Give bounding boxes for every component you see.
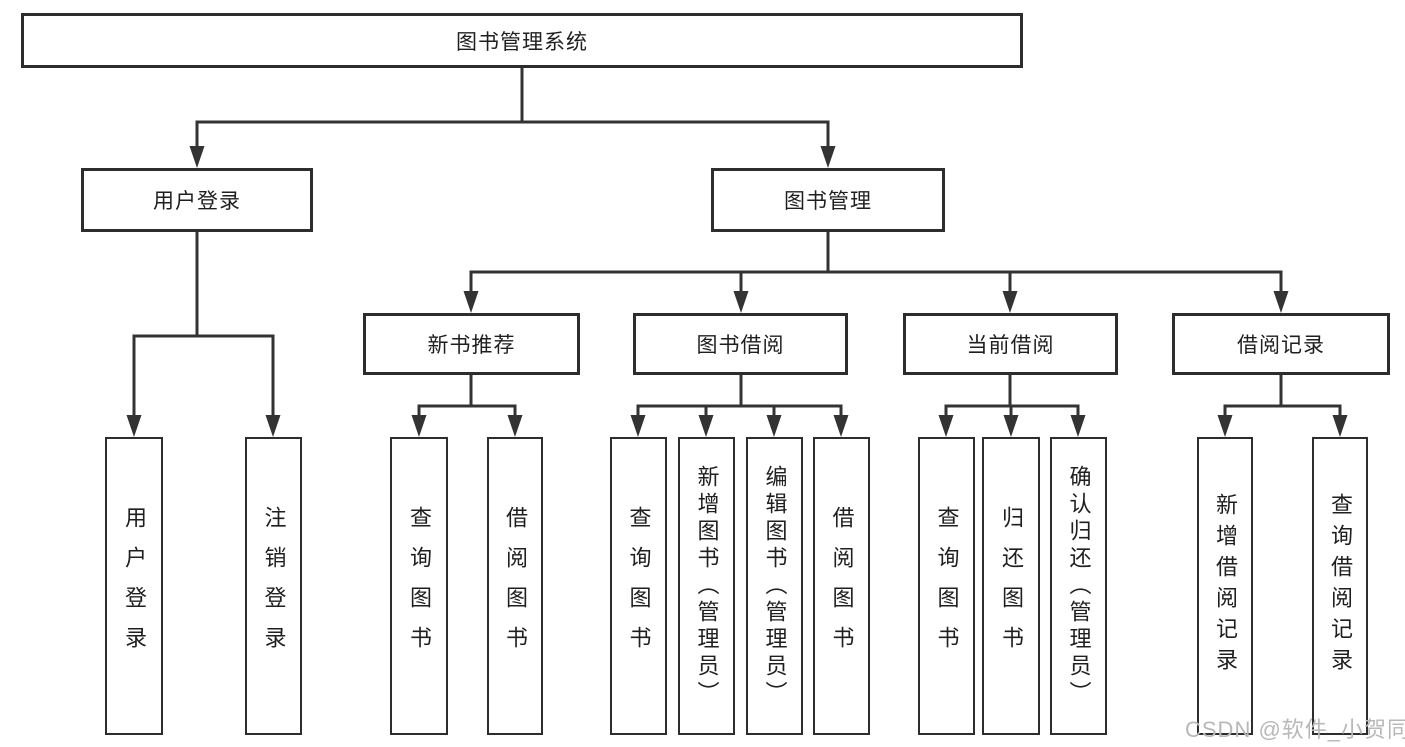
leaf-add-books-admin: 新增图书（管理员） <box>678 437 735 735</box>
leaf-query-books-borrowing: 查询图书 <box>610 437 667 735</box>
node-new-book-recommend: 新书推荐 <box>363 313 580 375</box>
node-library-management-system: 图书管理系统 <box>21 13 1023 68</box>
leaf-query-books-current: 查询图书 <box>918 437 975 735</box>
csdn-watermark: CSDN @软件_小贺同学 <box>1185 717 1405 742</box>
leaf-query-borrow-record: 查询借阅记录 <box>1312 437 1368 735</box>
node-borrowing-records: 借阅记录 <box>1172 313 1390 375</box>
leaf-user-login: 用户登录 <box>105 437 163 735</box>
node-book-borrowing: 图书借阅 <box>633 313 848 375</box>
leaf-logout: 注销登录 <box>245 437 302 735</box>
node-book-management: 图书管理 <box>711 168 945 232</box>
leaf-return-books: 归还图书 <box>982 437 1040 735</box>
leaf-borrow-books-borrowing: 借阅图书 <box>813 437 870 735</box>
leaf-query-books-recommend: 查询图书 <box>390 437 448 735</box>
leaf-add-borrow-record: 新增借阅记录 <box>1197 437 1253 735</box>
node-user-login: 用户登录 <box>81 168 313 232</box>
node-current-borrowing: 当前借阅 <box>903 313 1118 375</box>
leaf-confirm-return-admin: 确认归还（管理员） <box>1050 437 1107 735</box>
leaf-borrow-books-recommend: 借阅图书 <box>487 437 543 735</box>
leaf-edit-books-admin: 编辑图书（管理员） <box>746 437 803 735</box>
